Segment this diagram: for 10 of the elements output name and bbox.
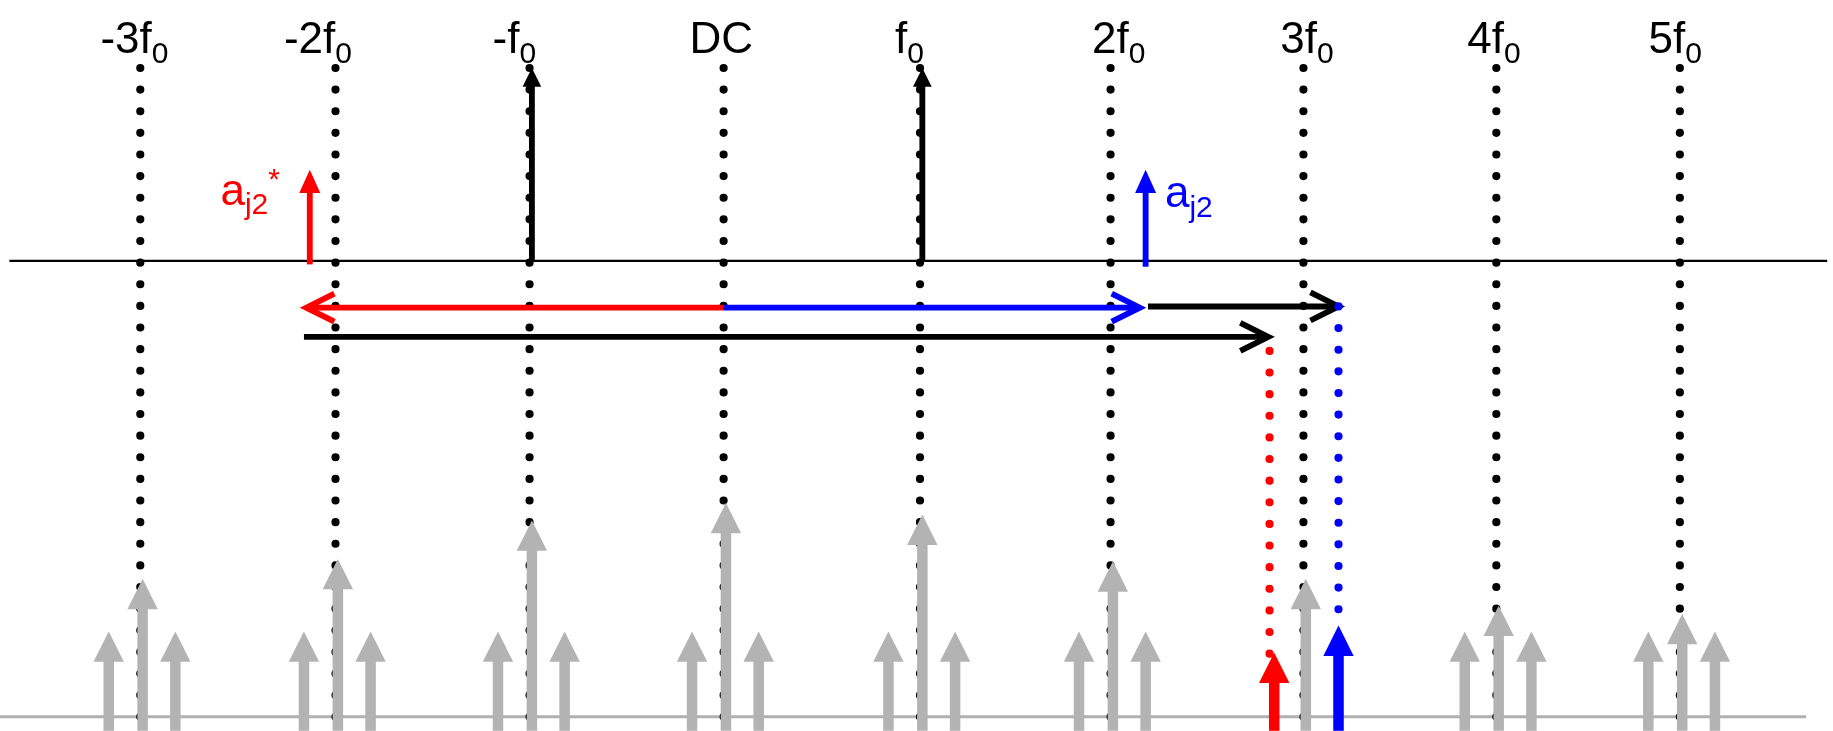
frequency-label: 3f$_{0}$ [1280, 16, 1334, 69]
frequency-label: DC [689, 16, 754, 61]
frequency-label: -3f$_{0}$ [100, 16, 169, 69]
frequency-label: f$_{0}$ [895, 16, 924, 69]
amplitude-label: a$_{j2}$ [1164, 169, 1213, 222]
frequency-label: 4f$_{0}$ [1467, 16, 1521, 69]
frequency-label: 5f$_{0}$ [1648, 16, 1702, 69]
frequency-label: 2f$_{0}$ [1092, 16, 1146, 69]
frequency-label: -f$_{0}$ [492, 16, 537, 69]
frequency-label: -2f$_{0}$ [283, 16, 352, 69]
